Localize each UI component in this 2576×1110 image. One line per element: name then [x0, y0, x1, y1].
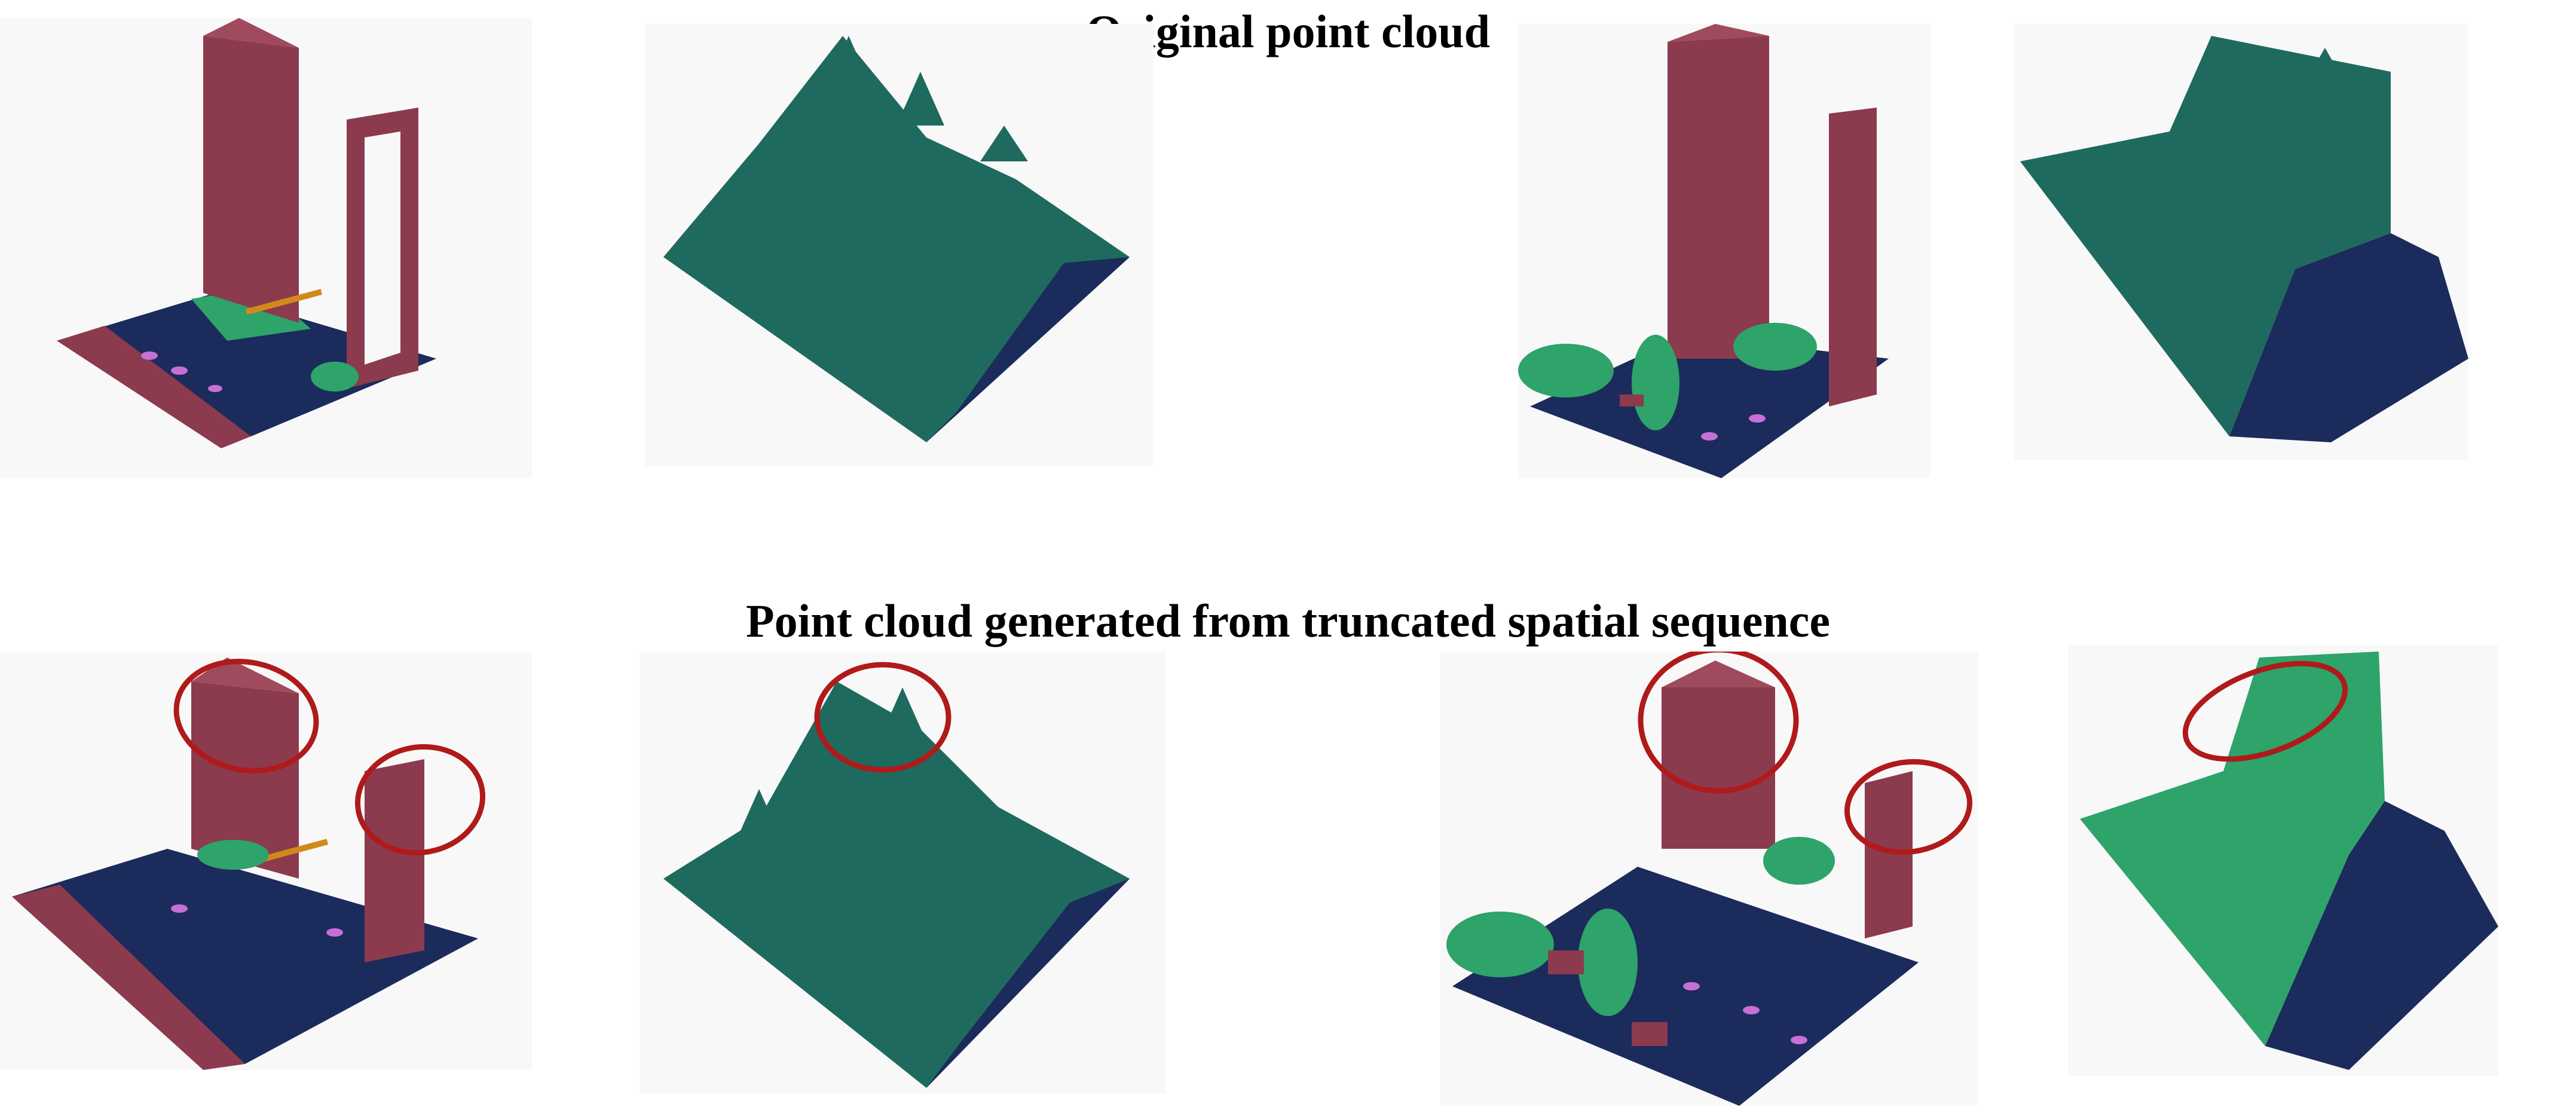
- generated-forest-a-panel: [640, 652, 1165, 1094]
- vegetation-slope: [2080, 652, 2385, 1046]
- truncation-highlight: [1638, 652, 1799, 794]
- tree-cluster: [1763, 837, 1835, 885]
- generated-city-block-b-pointcloud: [1440, 652, 1978, 1106]
- tall-building-top: [1668, 24, 1769, 42]
- car: [1701, 432, 1718, 441]
- ground-plane: [12, 849, 478, 1064]
- clutter-object: [1548, 950, 1584, 974]
- original-city-block-b-pointcloud: [1518, 24, 1931, 478]
- ground-edge: [926, 257, 1130, 442]
- tree-cluster: [1578, 909, 1638, 1016]
- tree-crown: [825, 36, 873, 90]
- truncation-highlight: [173, 659, 319, 773]
- generated-city-block-b-panel: [1440, 652, 1978, 1106]
- generated-forest-b-pointcloud: [2068, 646, 2498, 1076]
- tree-crown: [2301, 48, 2349, 90]
- tree-crown: [897, 72, 944, 126]
- fence-line: [251, 839, 329, 865]
- tree-crown: [819, 699, 867, 759]
- original-city-block-a-pointcloud: [0, 18, 532, 478]
- street-slab: [12, 885, 245, 1070]
- truncation-highlight: [354, 744, 486, 856]
- vegetation-slope: [2020, 36, 2391, 436]
- car: [1683, 982, 1700, 990]
- ground-plane: [1530, 335, 1889, 478]
- tall-building-top: [1662, 661, 1775, 687]
- car: [171, 366, 188, 375]
- tree-crown: [2188, 36, 2235, 96]
- truncation-highlight: [1844, 759, 1973, 855]
- original-city-block-a-panel: [0, 18, 532, 478]
- truncation-highlight: [2182, 661, 2348, 762]
- fence-line: [245, 289, 323, 315]
- tree-crown: [735, 789, 783, 843]
- generated-forest-a-pointcloud: [640, 652, 1165, 1094]
- tree-cluster: [311, 362, 359, 392]
- tree-crown: [741, 143, 789, 197]
- original-forest-b-panel: [2014, 24, 2468, 460]
- vegetation-patch: [1446, 912, 1554, 977]
- generated-forest-b-panel: [2068, 646, 2498, 1076]
- car: [208, 385, 222, 392]
- original-forest-a-pointcloud: [645, 24, 1154, 466]
- tree-crown: [980, 126, 1028, 161]
- original-forest-b-pointcloud: [2014, 24, 2468, 460]
- car: [171, 904, 188, 913]
- tree-cluster: [1632, 335, 1679, 430]
- car: [141, 351, 158, 360]
- slim-building: [1865, 771, 1913, 938]
- car: [1749, 414, 1766, 423]
- original-city-block-b-panel: [1518, 24, 1931, 478]
- ground-strip: [2265, 801, 2498, 1070]
- generated-city-block-a-panel: [0, 652, 532, 1070]
- ground-strip: [2229, 233, 2468, 442]
- tall-building: [1668, 36, 1769, 359]
- truncation-highlight: [814, 662, 952, 773]
- generated-row-title: Point cloud generated from truncated spa…: [745, 595, 1831, 647]
- slim-building: [365, 759, 424, 962]
- tree-crown: [879, 687, 926, 741]
- original-forest-a-panel: [645, 24, 1154, 466]
- car: [1743, 1006, 1760, 1014]
- tree-cluster: [1733, 323, 1817, 371]
- tall-building: [1662, 687, 1775, 849]
- car: [1791, 1036, 1807, 1044]
- tall-building-top: [203, 18, 299, 48]
- clutter-object: [1632, 1022, 1668, 1046]
- vegetation-patch: [197, 840, 269, 870]
- street-slab: [57, 326, 251, 448]
- tall-building: [203, 36, 299, 323]
- slim-building-opening: [365, 132, 400, 365]
- clutter-object: [1620, 395, 1644, 406]
- ground-edge: [926, 879, 1130, 1088]
- tall-building: [191, 681, 299, 879]
- vegetation-patch: [1518, 344, 1614, 397]
- ground-plane: [57, 293, 436, 436]
- vegetation-patch: [191, 287, 311, 341]
- generated-city-block-a-pointcloud: [0, 652, 532, 1070]
- slim-building: [1829, 108, 1877, 406]
- car: [326, 928, 343, 937]
